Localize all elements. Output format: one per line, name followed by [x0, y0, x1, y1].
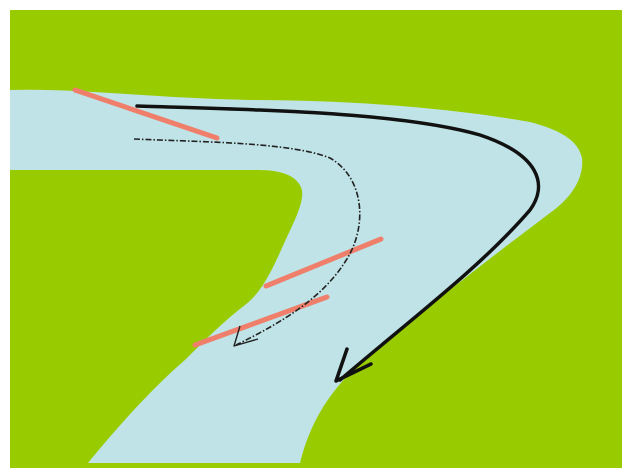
river-bend-diagram: [0, 0, 628, 473]
